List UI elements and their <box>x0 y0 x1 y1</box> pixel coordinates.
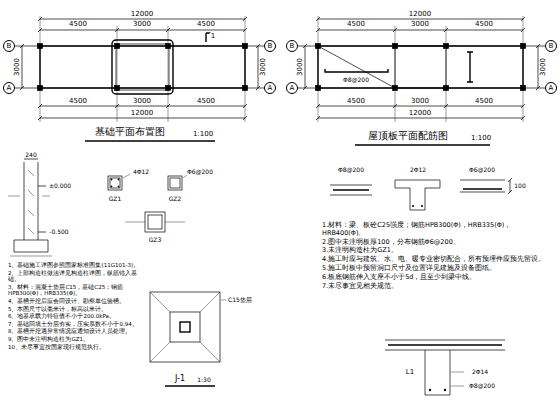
axis-bubble: A <box>264 82 276 94</box>
note-text: 1、基础施工详图参照国家标准图集(11G101-3)。 <box>8 262 144 269</box>
note-text: 3.未注明构造柱为GZ1。 <box>322 247 548 255</box>
drawing-label: 屋顶板平面配筋图 <box>367 131 449 141</box>
axis-label: A <box>268 85 273 92</box>
axis-label: B <box>549 43 554 50</box>
note-text: 4.施工时应与建筑、水、电、暖专业密切配合，所有预埋件应预先留设。 <box>322 256 548 264</box>
note-text: 9、图中未注明构造柱为GZ1。 <box>8 336 144 343</box>
drawing-label: ±0.000 <box>48 183 72 189</box>
drawing-label: 2Φ12 <box>409 167 427 173</box>
drawing-label: Φ6@200 <box>186 169 214 175</box>
note-text: 6、地基承载力特征值不小于200.0kPa。 <box>8 313 144 320</box>
drawing-label: -0.500 <box>48 229 69 235</box>
drawing-label: 100 <box>513 183 526 189</box>
drawing-label: 4500 <box>68 21 88 28</box>
axis-bubble: B <box>3 40 15 52</box>
drawing-label: C15垫层 <box>227 297 253 303</box>
drawing-label: 4500 <box>346 21 366 28</box>
drawing-label: 4Φ12 <box>132 169 150 175</box>
note-text: 1.材料：梁、板砼C25强度；钢筋HPB300(Φ)，HRB335(Φ)，HRB… <box>322 222 548 238</box>
axis-label: A <box>290 85 295 92</box>
drawing-label: 3000 <box>410 21 430 28</box>
note-text: 4、基槽开挖后应会同设计、勘察单位验槽。 <box>8 298 144 305</box>
drawing-label: 3000 <box>260 57 267 77</box>
drawing-label: 1:30 <box>196 377 211 383</box>
note-text: 7.未尽事宜见相关规范。 <box>322 283 548 291</box>
drawing-label: Φ8@200 <box>342 77 370 83</box>
drawing-label: 4500 <box>474 21 494 28</box>
drawing-label: 240 <box>24 152 37 158</box>
drawing-label: 3000 <box>14 57 21 77</box>
axis-bubble: B <box>286 40 298 52</box>
axis-bubble: A <box>545 82 557 94</box>
drawing-label: 12000 <box>130 11 154 18</box>
drawing-label: 4500 <box>346 98 366 105</box>
axis-bubble: A <box>286 82 298 94</box>
note-text: 8、基槽开挖遇异常情况应通知设计人员处理。 <box>8 328 144 335</box>
axis-bubble: A <box>3 82 15 94</box>
drawing-label: 3000 <box>297 57 304 77</box>
axis-label: B <box>7 43 12 50</box>
drawing-label: 4500 <box>196 21 216 28</box>
drawing-label: 2Φ14 <box>471 369 489 375</box>
axis-label: B <box>268 43 273 50</box>
axis-bubble: B <box>264 40 276 52</box>
note-text: 2、上部构造柱做法详见构造柱详图，纵筋锚入基础。 <box>8 270 144 283</box>
axis-bubble: B <box>545 40 557 52</box>
notes-column: 1.材料：梁、板砼C25强度；钢筋HPB300(Φ)，HRB335(Φ)，HRB… <box>322 222 548 291</box>
drawing-label: J-1 <box>174 375 186 383</box>
drawing-label: GZ3 <box>148 237 163 243</box>
note-text: 10、未尽事宜按国家现行规范执行。 <box>8 344 144 351</box>
notes-column: 1、基础施工详图参照国家标准图集(11G101-3)。2、上部构造柱做法详见构造… <box>8 262 144 351</box>
foundation-plan <box>15 16 264 141</box>
note-text: 7、基础回填土分层夯实，压实系数不小于0.94。 <box>8 321 144 328</box>
drawing-label: 12000 <box>408 110 432 117</box>
drawing-label: GZ2 <box>168 196 183 202</box>
drawing-label: 4500 <box>474 98 494 105</box>
axis-label: B <box>290 43 295 50</box>
drawing-label: 1:100 <box>192 131 214 138</box>
drawing-label: 3000 <box>540 57 547 77</box>
drawing-label: GZ1 <box>108 196 123 202</box>
drawing-label: 12000 <box>130 110 154 117</box>
drawing-label: L1 <box>405 369 415 376</box>
note-text: 2.图中未注明板厚100，分布钢筋Φ6@200。 <box>322 239 548 247</box>
drawing-label: 12000 <box>408 11 432 18</box>
drawing-label: Φ6@200 <box>468 167 496 173</box>
drawing-label: 4500 <box>196 98 216 105</box>
note-text: 6.板底钢筋伸入支座不小于5d，且至少到梁中线。 <box>322 274 548 282</box>
drawing-label: 4500 <box>68 98 88 105</box>
note-text: 5、本图尺寸以毫米计，标高以米计。 <box>8 306 144 313</box>
drawing-label: 基础平面布置图 <box>94 127 166 137</box>
drawing-label: Φ8@200 <box>337 167 365 173</box>
drawing-label: 1:100 <box>470 135 492 142</box>
note-text: 5.施工时板中预留洞口尺寸及位置详见建施及设备图纸。 <box>322 265 548 273</box>
axis-label: A <box>549 85 554 92</box>
roof-slab-plan <box>298 16 545 145</box>
drawing-label: 3000 <box>410 98 430 105</box>
drawing-label: 3000 <box>132 98 152 105</box>
drawing-label: 3000 <box>132 21 152 28</box>
drawing-label: 1 <box>210 33 216 40</box>
drawing-label: Φ8@200 <box>468 383 496 389</box>
foundation-details <box>8 159 226 386</box>
axis-label: A <box>7 85 12 92</box>
note-text: 3、材料：混凝土垫层C15，基础C25；钢筋HPB300(Φ)，HRB335(Φ… <box>8 284 144 297</box>
